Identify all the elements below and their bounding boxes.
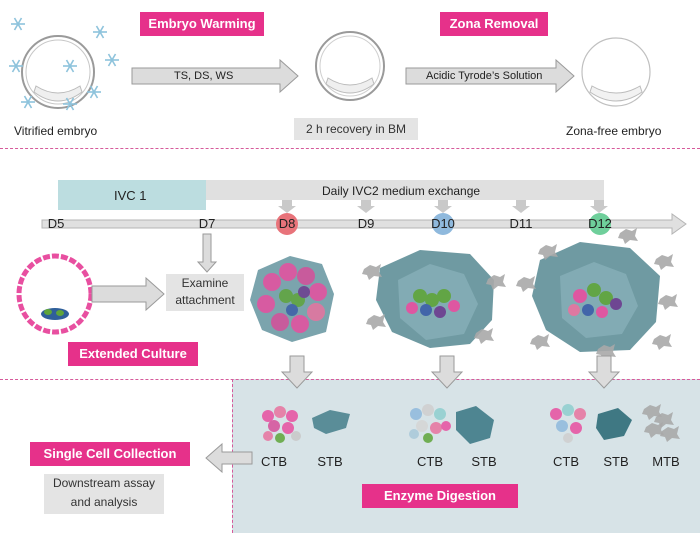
ivc2-bar [206, 180, 604, 200]
section-divider-bottom [0, 379, 700, 380]
section-divider-top [0, 148, 700, 149]
single-cell-collection-label: Single Cell Collection [30, 442, 190, 466]
day-label-d5: D5 [47, 216, 65, 231]
recovered-embryo-icon [315, 31, 385, 101]
recovery-label: 2 h recovery in BM [294, 118, 418, 140]
mtb-label: MTB [652, 454, 680, 469]
d12-digest-arrow [587, 355, 621, 389]
d8-embryo-icon [250, 256, 334, 342]
zona-removal-label: Zona Removal [440, 12, 548, 36]
day-label-d12: D12 [588, 216, 612, 231]
d12-highlight [589, 213, 611, 235]
d10-embryo-icon [362, 250, 506, 348]
ivc1-label: IVC 1 [114, 188, 147, 203]
zona-free-embryo-icon [581, 37, 651, 107]
day-label-d9: D9 [357, 216, 375, 231]
medium-exchange-arrows [278, 200, 608, 213]
d10-ctb-cells-icon [409, 404, 451, 443]
d12-ctb-label: CTB [553, 454, 579, 469]
d12-embryo-icon [516, 228, 678, 360]
d12-stb-label: STB [603, 454, 629, 469]
d8-stb-icon [312, 410, 350, 434]
d10-stb-icon [456, 406, 494, 444]
d10-stb-label: STB [471, 454, 497, 469]
zona-free-embryo-label: Zona-free embryo [566, 124, 662, 138]
extended-culture-label: Extended Culture [68, 342, 198, 366]
vitrified-embryo-label: Vitrified embryo [14, 124, 98, 138]
acidic-tyrode-label: Acidic Tyrode’s Solution [426, 70, 543, 82]
day-label-d8: D8 [278, 216, 296, 231]
day-label-d11: D11 [509, 216, 533, 231]
ivc1-bar [58, 180, 206, 210]
blastocyst-icon [16, 253, 94, 335]
d8-ctb-cells-icon [262, 406, 301, 443]
d10-ctb-label: CTB [417, 454, 443, 469]
mtb-cells-icon [642, 404, 680, 442]
d10-digest-arrow [430, 355, 464, 389]
collection-arrow [205, 442, 253, 474]
d8-digest-arrow [280, 355, 314, 389]
ivc2-label: Daily IVC2 medium exchange [322, 184, 481, 198]
d8-highlight [276, 213, 298, 235]
d8-ctb-label: CTB [261, 454, 287, 469]
examine-attachment-label: Examine attachment [166, 274, 244, 311]
day-label-d10: D10 [431, 216, 455, 231]
d12-stb-icon [596, 408, 632, 440]
day-label-d7: D7 [198, 216, 216, 231]
d12-ctb-cells-icon [550, 404, 586, 443]
d8-stb-label: STB [317, 454, 343, 469]
enzyme-digestion-label: Enzyme Digestion [362, 484, 518, 508]
embryo-warming-label: Embryo Warming [140, 12, 264, 36]
vitrified-embryo-icon [21, 35, 95, 109]
d10-highlight [432, 213, 454, 235]
warming-solutions-label: TS, DS, WS [174, 70, 234, 82]
downstream-analysis-label: Downstream assay and analysis [44, 474, 164, 514]
